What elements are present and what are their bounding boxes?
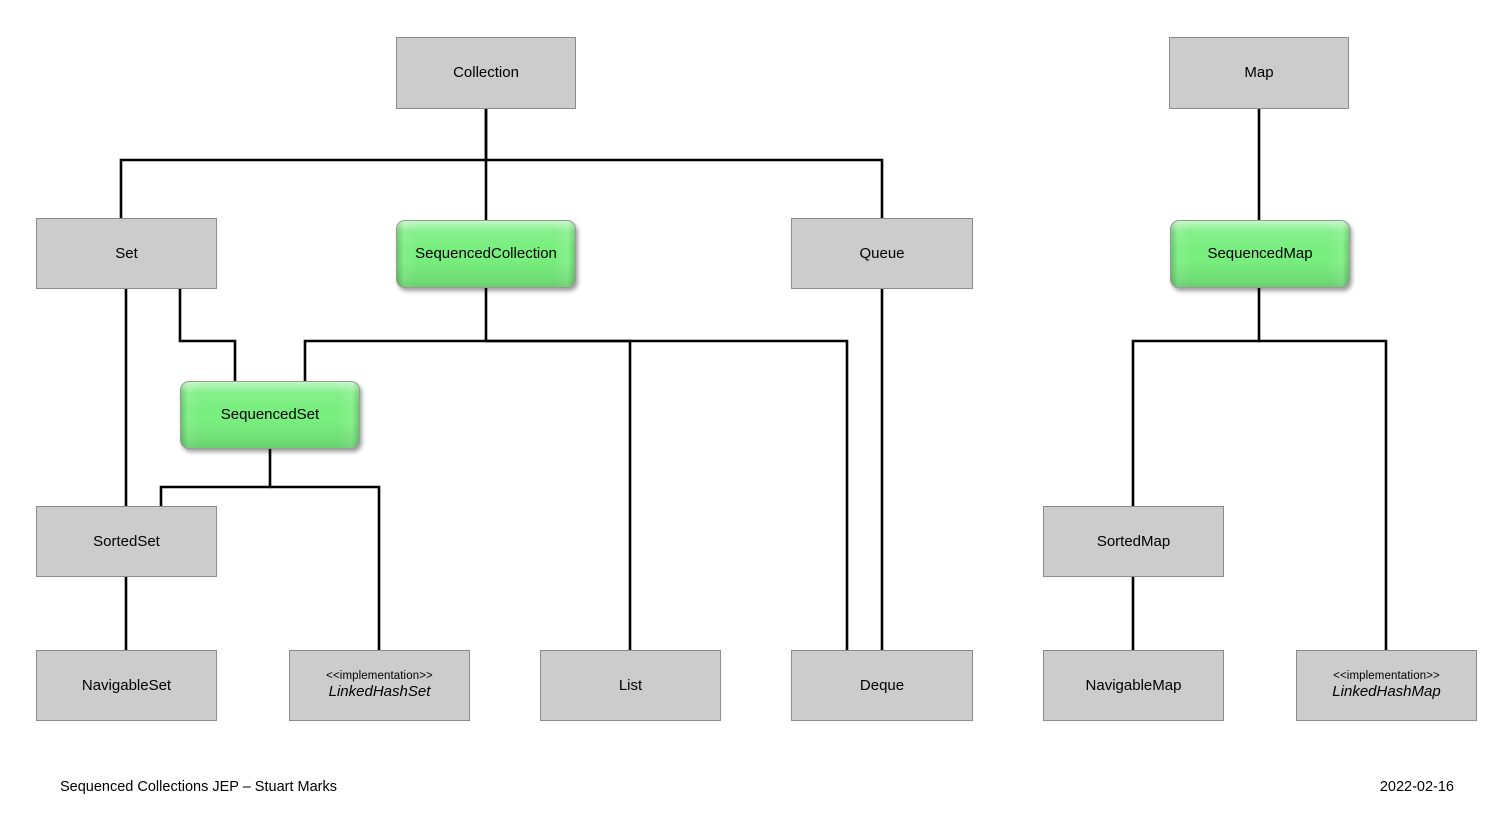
node-sequencedcollection[interactable]: SequencedCollection — [396, 220, 576, 288]
node-deque-label: Deque — [859, 676, 905, 694]
footer-attribution: Sequenced Collections JEP – Stuart Marks — [60, 779, 337, 795]
edge-sequencedmap-to-sortedmap — [1131, 288, 1261, 506]
node-linkedhashmap-label: LinkedHashMap — [1332, 683, 1441, 701]
node-sortedset-label: SortedSet — [93, 532, 160, 550]
edge-collection-to-queue — [486, 158, 884, 218]
node-map-label: Map — [1244, 64, 1274, 82]
node-list[interactable]: List — [540, 650, 721, 721]
node-collection-label: Collection — [453, 64, 519, 82]
node-navigableset-label: NavigableSet — [81, 676, 172, 694]
node-map[interactable]: Map — [1169, 37, 1349, 109]
node-linkedhashset-stereotype: <<implementation>> — [326, 669, 433, 682]
edge-sequencedcollection-to-deque — [486, 339, 849, 650]
node-sequencedmap-label: SequencedMap — [1207, 245, 1313, 263]
node-navigablemap[interactable]: NavigableMap — [1043, 650, 1224, 721]
node-queue-label: Queue — [859, 244, 905, 262]
edge-sequencedcollection-to-sequencedset — [303, 288, 488, 381]
node-linkedhashset-label: LinkedHashSet — [328, 683, 431, 701]
node-sortedmap[interactable]: SortedMap — [1043, 506, 1224, 577]
node-set-label: Set — [115, 244, 138, 262]
footer-date: 2022-02-16 — [1379, 779, 1454, 795]
node-sequencedmap[interactable]: SequencedMap — [1170, 220, 1350, 288]
node-sortedmap-label: SortedMap — [1096, 532, 1171, 550]
node-set[interactable]: Set — [36, 218, 217, 289]
edge-sequencedset-to-linkedhashset — [270, 485, 381, 650]
node-sequencedcollection-label: SequencedCollection — [415, 245, 557, 263]
node-sequencedset[interactable]: SequencedSet — [180, 381, 360, 449]
node-navigableset[interactable]: NavigableSet — [36, 650, 217, 721]
node-linkedhashmap[interactable]: <<implementation>>LinkedHashMap — [1296, 650, 1477, 721]
edge-sequencedset-to-sortedset — [159, 449, 272, 506]
node-deque[interactable]: Deque — [791, 650, 973, 721]
edge-sequencedmap-to-linkedhashmap — [1259, 339, 1388, 650]
node-sequencedset-label: SequencedSet — [220, 406, 320, 424]
node-navigablemap-label: NavigableMap — [1085, 676, 1182, 694]
node-list-label: List — [618, 676, 643, 694]
edge-collection-to-set — [119, 109, 488, 218]
node-collection[interactable]: Collection — [396, 37, 576, 109]
node-linkedhashmap-stereotype: <<implementation>> — [1333, 669, 1440, 682]
edge-set-to-sequencedset — [178, 289, 237, 381]
edge-sequencedcollection-to-list — [486, 339, 632, 650]
node-sortedset[interactable]: SortedSet — [36, 506, 217, 577]
node-linkedhashset[interactable]: <<implementation>>LinkedHashSet — [289, 650, 470, 721]
node-queue[interactable]: Queue — [791, 218, 973, 289]
